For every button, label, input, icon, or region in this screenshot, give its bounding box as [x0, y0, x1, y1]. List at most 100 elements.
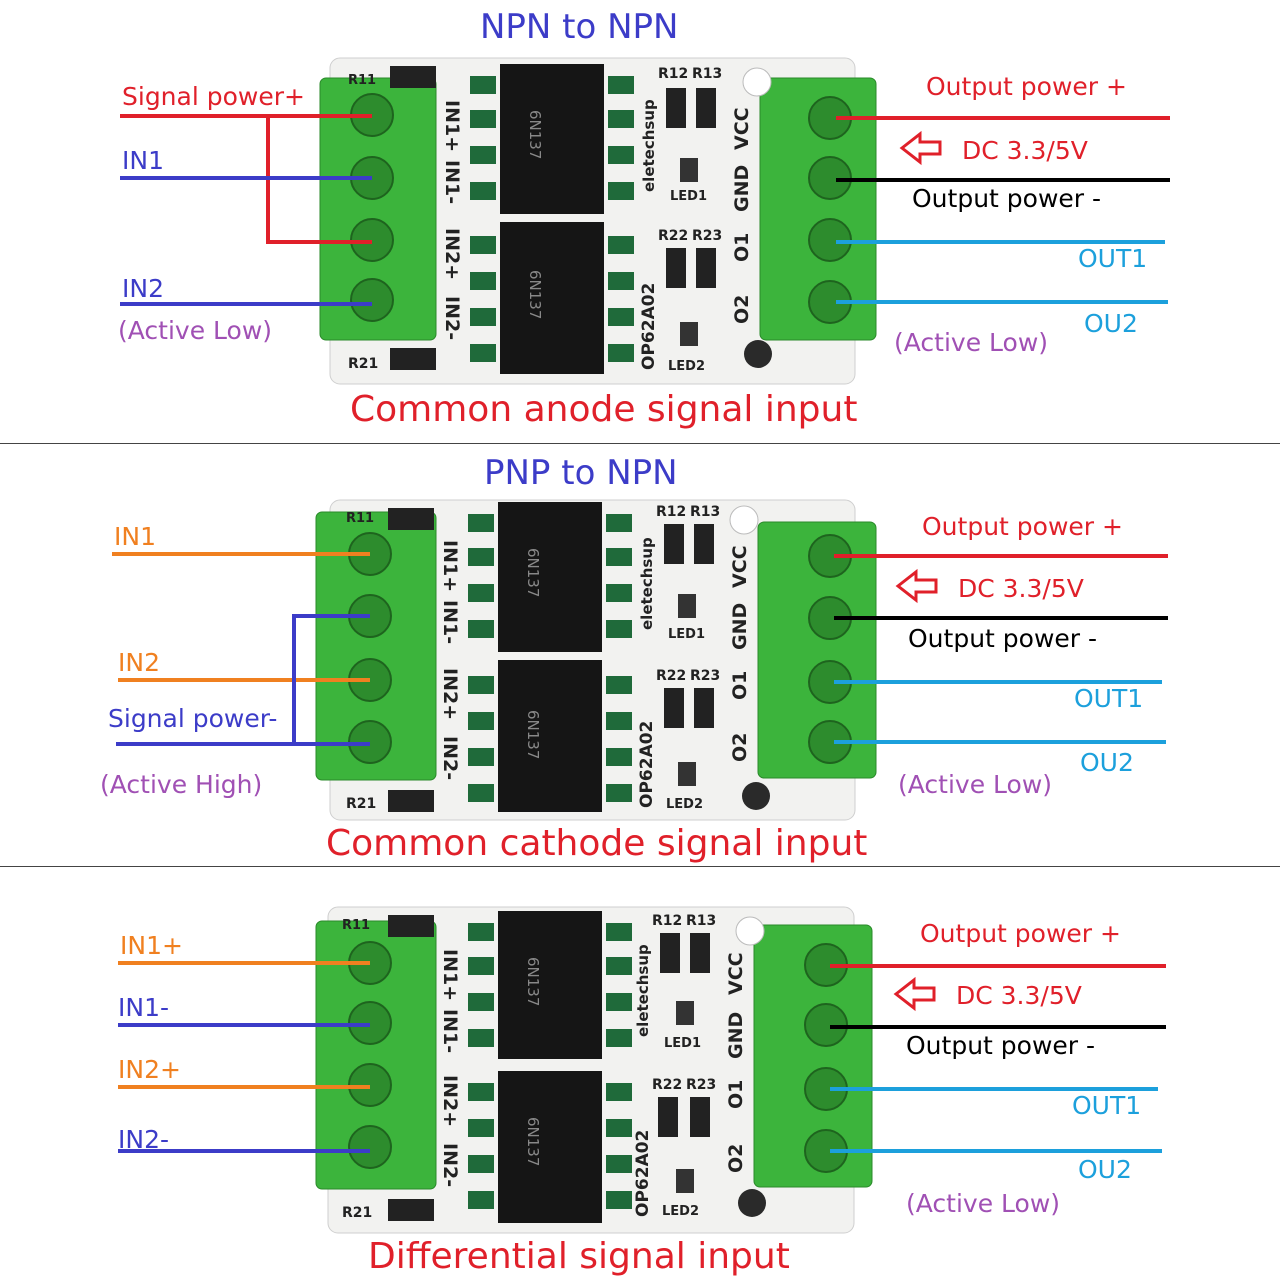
silkscreen-label: LED2 [662, 1204, 699, 1219]
silk-gnd: GND [731, 165, 753, 212]
arrow-left-outline-icon [895, 568, 938, 604]
silkscreen-label: O1 [729, 671, 751, 700]
label-in1-plus: IN1+ [120, 931, 183, 960]
label-signal-power-minus: Signal power- [108, 704, 278, 733]
silkscreen-label: OP62A02 [633, 1130, 653, 1217]
silk-o2: O2 [731, 295, 753, 324]
silk-r12: R12 [658, 66, 688, 82]
silk-r22: R22 [658, 228, 688, 244]
silk-model: OP62A02 [639, 283, 659, 370]
label-signal-power-plus: Signal power+ [122, 82, 305, 111]
silkscreen-label: IN2+ [439, 1075, 461, 1127]
silkscreen-label: R12 [656, 504, 686, 520]
silkscreen-label: 6N137 [524, 710, 542, 759]
silkscreen-label: O1 [725, 1080, 747, 1109]
panel-caption: Common anode signal input [350, 389, 858, 430]
silkscreen-label: O2 [729, 733, 751, 762]
label-output-power-minus: Output power - [912, 184, 1102, 213]
input-terminal-block [315, 920, 437, 1190]
label-out2: OU2 [1084, 309, 1138, 338]
silk-in2p: IN2+ [441, 228, 463, 280]
label-active-low-output: (Active Low) [898, 770, 1053, 799]
label-active-low-output: (Active Low) [894, 328, 1049, 357]
label-in1-minus: IN1- [118, 993, 170, 1022]
label-active-low-input: (Active Low) [118, 316, 273, 345]
label-out2: OU2 [1078, 1155, 1132, 1184]
silkscreen-label: R23 [690, 668, 720, 684]
input-terminal-block [319, 77, 437, 341]
silkscreen-label: R22 [656, 668, 686, 684]
label-output-power-plus: Output power + [926, 72, 1127, 101]
panel-pnp-to-npn: R12 R13 R22 R23 LED1 LED2 R21 R11 eletec… [0, 444, 1280, 866]
panel-title: PNP to NPN [484, 453, 678, 493]
silkscreen-label: eletechsup [634, 944, 652, 1037]
chip1-marking: 6N137 [526, 110, 544, 159]
optocoupler-chip-2 [500, 222, 604, 374]
silkscreen-label: R11 [342, 918, 370, 933]
silkscreen-label: IN2+ [439, 668, 461, 720]
label-output-power-minus: Output power - [906, 1031, 1096, 1060]
silkscreen-label: LED2 [666, 797, 703, 812]
label-in2-plus: IN2+ [118, 1055, 181, 1084]
panel-caption: Differential signal input [368, 1236, 790, 1277]
wire-signal-power-plus-branch [266, 116, 372, 244]
silkscreen-label: VCC [729, 545, 751, 588]
silk-led2: LED2 [668, 359, 705, 374]
optocoupler-chip-2 [498, 660, 602, 812]
silkscreen-label: R13 [690, 504, 720, 520]
wiring-diagram: R12 R13 R22 R23 LED1 LED2 R21 R11 eletec… [120, 57, 1170, 385]
silkscreen-label: IN1+ [439, 540, 461, 592]
label-output-power-minus: Output power - [908, 624, 1098, 653]
output-terminal-block [757, 521, 877, 779]
silkscreen-label: R23 [686, 1077, 716, 1093]
label-out1: OUT1 [1074, 684, 1144, 713]
label-active-high-input: (Active High) [100, 770, 263, 799]
label-in1: IN1 [122, 146, 164, 175]
silkscreen-label: IN1- [439, 1009, 461, 1053]
divider [0, 443, 1280, 444]
optocoupler-chip-2 [498, 1071, 602, 1223]
silkscreen-label: GND [725, 1012, 747, 1059]
wiring-diagram: R12 R13 R22 R23 LED1 LED2 R21 R11 eletec… [118, 906, 1166, 1234]
chip2-marking: 6N137 [526, 270, 544, 319]
silk-r21: R21 [348, 356, 378, 372]
panel-caption: Common cathode signal input [326, 823, 868, 864]
label-dc-voltage: DC 3.3/5V [956, 981, 1082, 1010]
silkscreen-label: R22 [652, 1077, 682, 1093]
silkscreen-label: GND [729, 603, 751, 650]
silkscreen-label: R21 [342, 1205, 372, 1221]
terminal-screw [350, 278, 394, 322]
silk-vcc: VCC [731, 107, 753, 150]
silkscreen-label: R12 [652, 913, 682, 929]
output-terminal-block [753, 924, 873, 1188]
silk-led1: LED1 [670, 189, 707, 204]
panel-title: NPN to NPN [480, 7, 679, 47]
wire-signal-power-minus [116, 614, 370, 746]
arrow-left-outline-icon [899, 130, 942, 166]
silk-r11: R11 [348, 73, 376, 88]
output-terminal-block [759, 77, 877, 341]
silkscreen-label: LED1 [668, 627, 705, 642]
input-terminal-block [315, 511, 437, 781]
silkscreen-label: R21 [346, 796, 376, 812]
label-out1: OUT1 [1078, 244, 1148, 273]
optocoupler-chip-1 [498, 502, 602, 652]
silk-in2m: IN2- [441, 296, 463, 340]
silkscreen-label: VCC [725, 952, 747, 995]
wiring-diagram: R12 R13 R22 R23 LED1 LED2 R21 R11 eletec… [112, 499, 1168, 821]
label-in2-minus: IN2- [118, 1125, 170, 1154]
silkscreen-label: eletechsup [638, 537, 656, 630]
label-dc-voltage: DC 3.3/5V [962, 136, 1088, 165]
silk-r13: R13 [692, 66, 722, 82]
silkscreen-label: IN2- [439, 1143, 461, 1187]
silkscreen-label: 6N137 [524, 957, 542, 1006]
silkscreen-label: 6N137 [524, 1117, 542, 1166]
label-dc-voltage: DC 3.3/5V [958, 574, 1084, 603]
label-active-low-output: (Active Low) [906, 1189, 1061, 1218]
silkscreen-label: IN1+ [439, 949, 461, 1001]
label-in1: IN1 [114, 522, 156, 551]
panel-npn-to-npn: R12 R13 R22 R23 LED1 LED2 R21 R11 eletec… [0, 0, 1280, 440]
divider [0, 866, 1280, 867]
silkscreen-label: O2 [725, 1144, 747, 1173]
silk-in1m: IN1- [441, 160, 463, 204]
